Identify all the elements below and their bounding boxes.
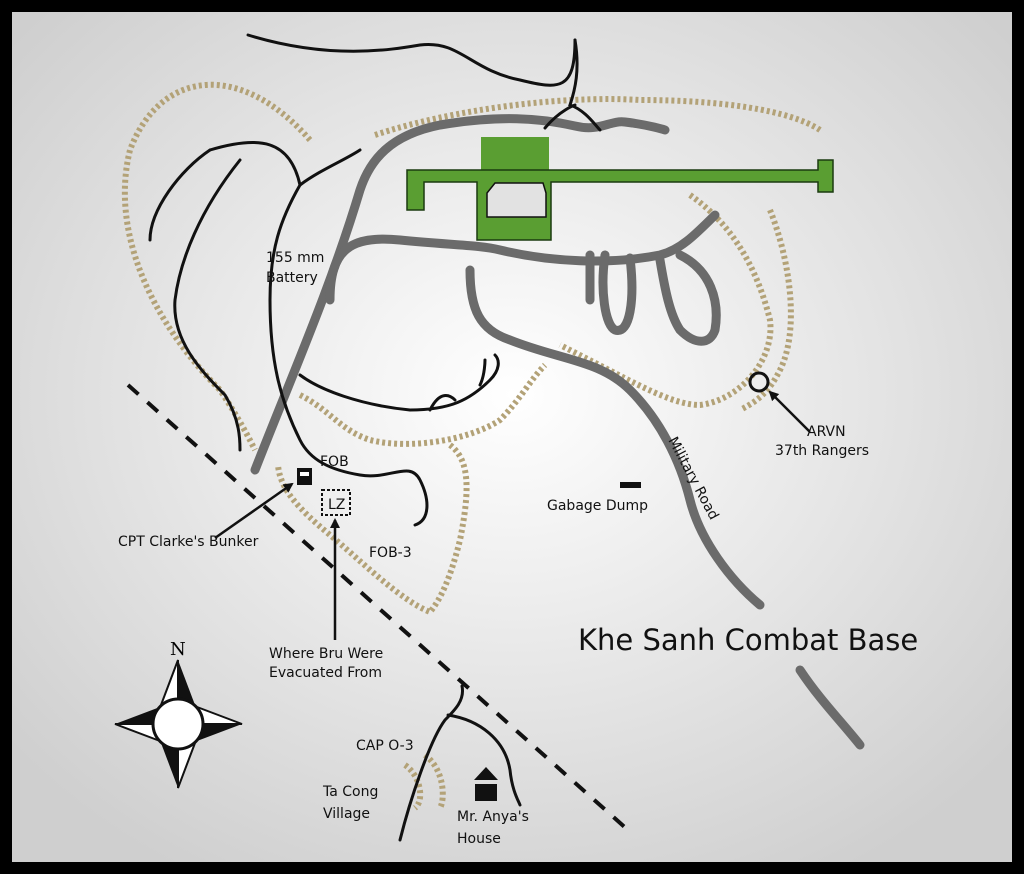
map-title: Khe Sanh Combat Base <box>578 623 918 657</box>
dump-label: Gabage Dump <box>547 498 648 514</box>
dump-icon <box>620 482 641 488</box>
roads <box>250 114 865 750</box>
arvn-label-1: ARVN <box>807 424 846 440</box>
evac-label-2: Evacuated From <box>269 665 382 681</box>
bunker-icon <box>297 468 312 485</box>
trails <box>148 33 602 842</box>
pointer-arrows <box>214 390 811 640</box>
border-dashed-line <box>126 383 630 832</box>
fob-label: FOB <box>320 454 349 470</box>
house-label-1: Mr. Anya's <box>457 809 529 825</box>
cap-label: CAP O-3 <box>356 738 414 754</box>
evac-label-1: Where Bru Were <box>269 646 383 662</box>
fob3-label: FOB-3 <box>369 545 412 561</box>
north-label: N <box>170 639 186 660</box>
village-label-1: Ta Cong <box>322 784 378 800</box>
camp-circle-icon <box>748 371 770 393</box>
airstrip <box>406 137 834 241</box>
house-icon <box>474 767 498 801</box>
village-label-2: Village <box>323 806 370 822</box>
arvn-label-2: 37th Rangers <box>775 443 869 459</box>
battery-label-1: 155 mm <box>266 250 324 266</box>
lz-label: LZ <box>328 497 345 513</box>
house-label-2: House <box>457 831 501 847</box>
compass-rose-icon <box>114 659 243 789</box>
lz-icon <box>321 489 351 516</box>
battery-label-2: Battery <box>266 270 318 286</box>
bunker-label: CPT Clarke's Bunker <box>118 534 259 550</box>
